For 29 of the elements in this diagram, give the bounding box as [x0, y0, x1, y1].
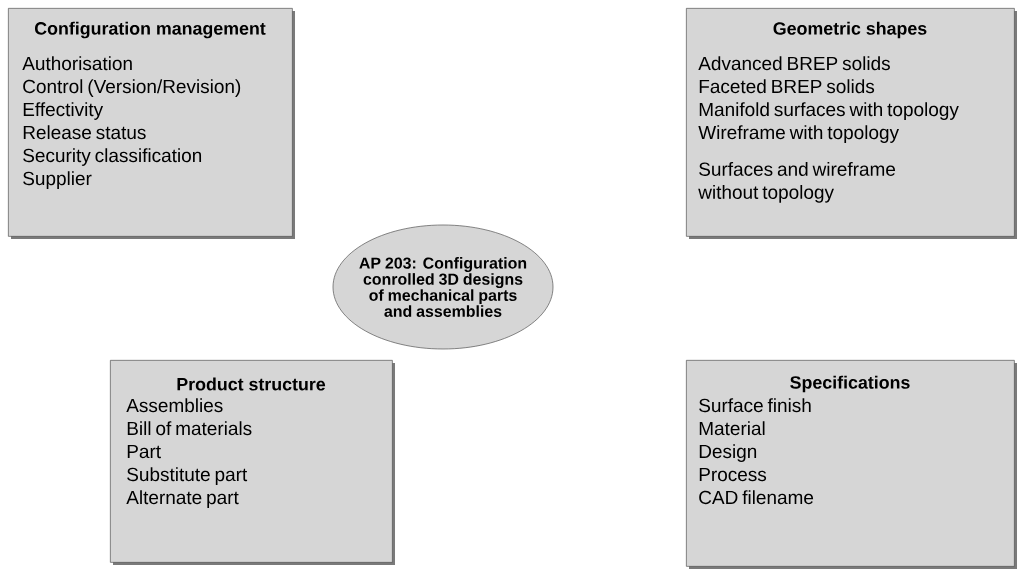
- info-box: [8, 8, 295, 239]
- list-item: Alternate part: [126, 490, 239, 508]
- box-heading: Product structure: [177, 377, 326, 391]
- list-item: Surface finish: [699, 398, 811, 413]
- list-item: Design: [699, 444, 757, 462]
- list-item: Effectivity: [23, 102, 104, 120]
- info-box: [686, 8, 1017, 239]
- box-heading: Configuration management: [35, 21, 266, 39]
- list-item: Faceted BREP solids: [699, 79, 875, 94]
- list-item: Wireframe with topology: [698, 125, 899, 143]
- list-item: Control (Version/Revision): [23, 79, 241, 97]
- list-item: Authorisation: [22, 56, 132, 71]
- list-item: Part: [127, 444, 161, 459]
- list-item: Manifold surfaces with topology: [699, 102, 959, 120]
- box-heading: Specifications: [790, 375, 910, 393]
- list-item: Process: [699, 467, 767, 482]
- list-item: Substitute part: [127, 467, 248, 485]
- list-item: CAD filename: [699, 490, 814, 505]
- list-item: Surfaces and wireframe without topology: [698, 161, 896, 203]
- info-box: [686, 360, 1017, 569]
- list-item: Material: [699, 421, 765, 436]
- info-box: [110, 360, 395, 565]
- list-item: Assemblies: [126, 398, 223, 413]
- list-item: Supplier: [23, 171, 92, 189]
- list-item: Security classification: [23, 148, 202, 166]
- list-item: Advanced BREP solids: [698, 56, 890, 71]
- box-heading: Geometric shapes: [773, 21, 927, 39]
- list-item: Release status: [23, 125, 146, 140]
- list-item: Bill of materials: [127, 421, 252, 436]
